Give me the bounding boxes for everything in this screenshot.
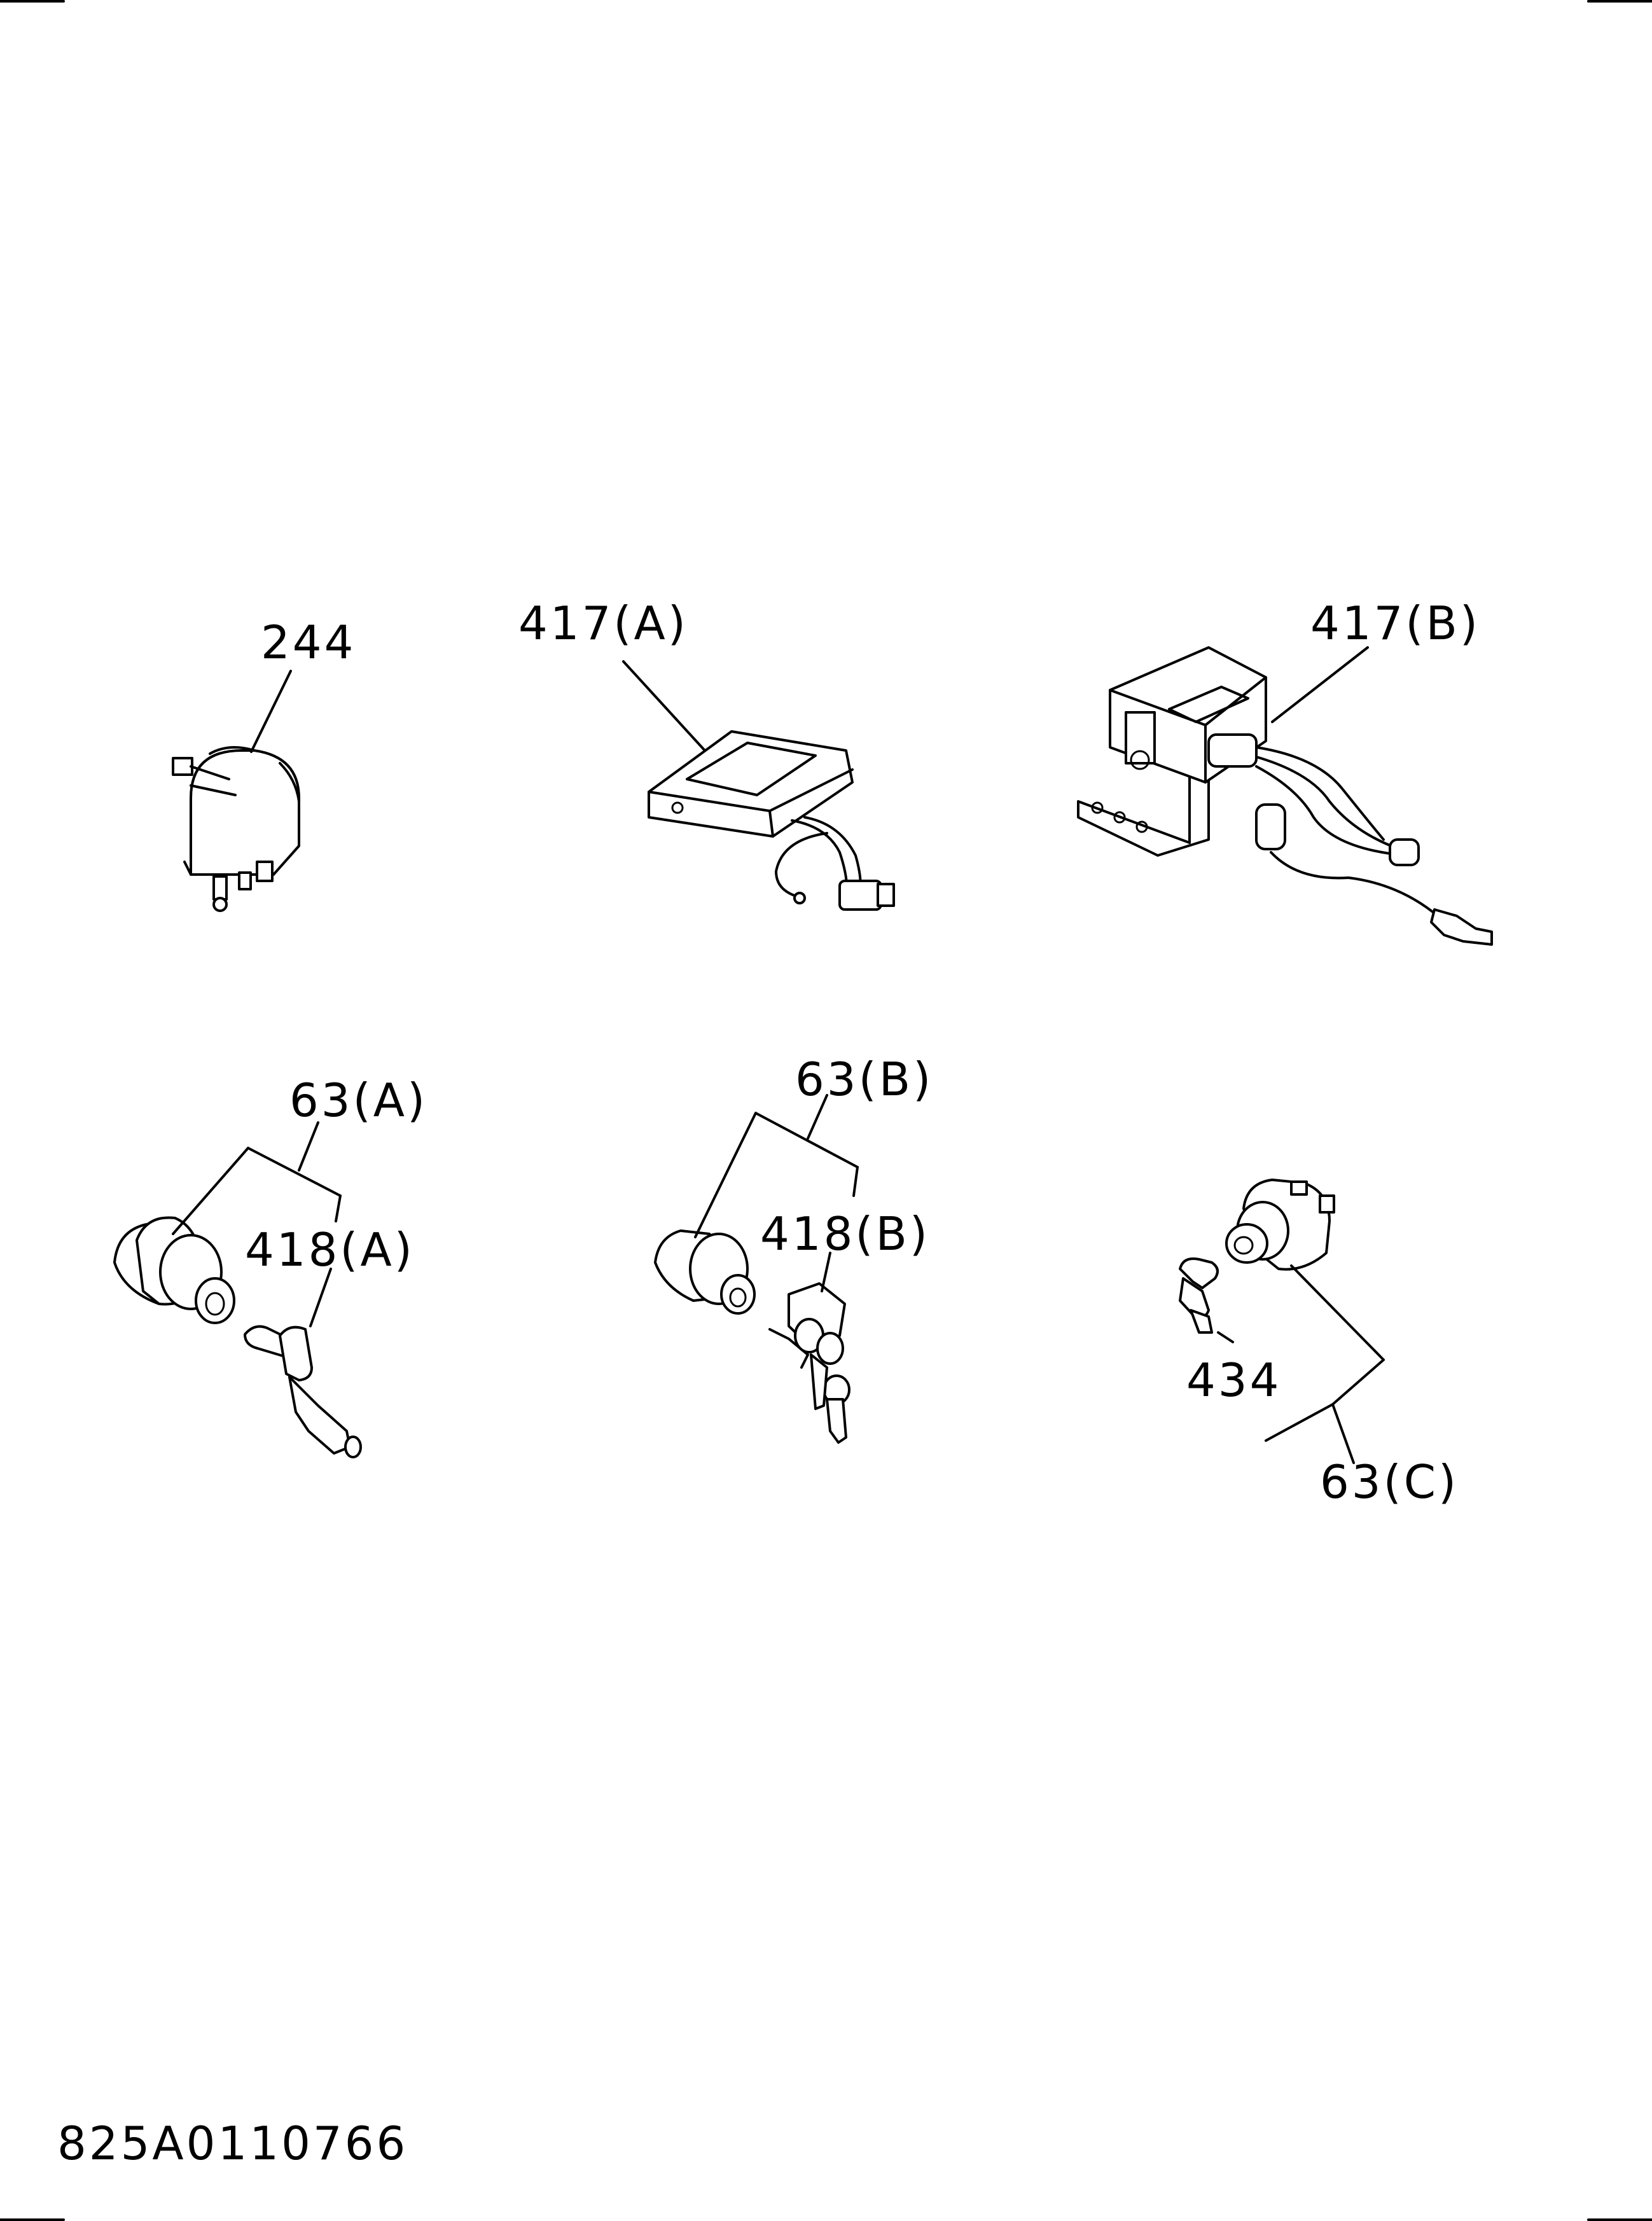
leader-244 bbox=[250, 670, 292, 753]
callout-63c: 63(C) bbox=[1320, 1455, 1459, 1509]
leader-417b bbox=[1271, 646, 1369, 723]
callout-418a: 418(A) bbox=[245, 1223, 415, 1277]
callout-63a: 63(A) bbox=[289, 1074, 427, 1127]
battery-relay-244 bbox=[172, 746, 300, 912]
leader-63a bbox=[172, 1121, 342, 1327]
leader-63b bbox=[694, 1094, 859, 1292]
callout-244: 244 bbox=[261, 616, 356, 669]
controller-bracket-417b bbox=[1077, 646, 1493, 946]
drawing-number: 825A0110766 bbox=[57, 2117, 408, 2170]
callout-434: 434 bbox=[1186, 1353, 1281, 1407]
callout-417a: 417(A) bbox=[518, 597, 688, 650]
callout-417b: 417(B) bbox=[1310, 597, 1480, 650]
callout-63b: 63(B) bbox=[795, 1053, 933, 1106]
leader-63c bbox=[1217, 1264, 1385, 1464]
key-set-418b bbox=[768, 1282, 850, 1444]
pressure-switch-63c bbox=[1225, 1179, 1335, 1271]
callout-418b: 418(B) bbox=[760, 1207, 930, 1261]
leader-417a bbox=[622, 660, 706, 752]
key-switch-63b bbox=[654, 1229, 756, 1315]
controller-box-417a bbox=[648, 730, 895, 911]
elbow-fitting-434 bbox=[1179, 1257, 1219, 1334]
key-418a bbox=[244, 1325, 362, 1458]
key-switch-63a bbox=[113, 1216, 235, 1324]
